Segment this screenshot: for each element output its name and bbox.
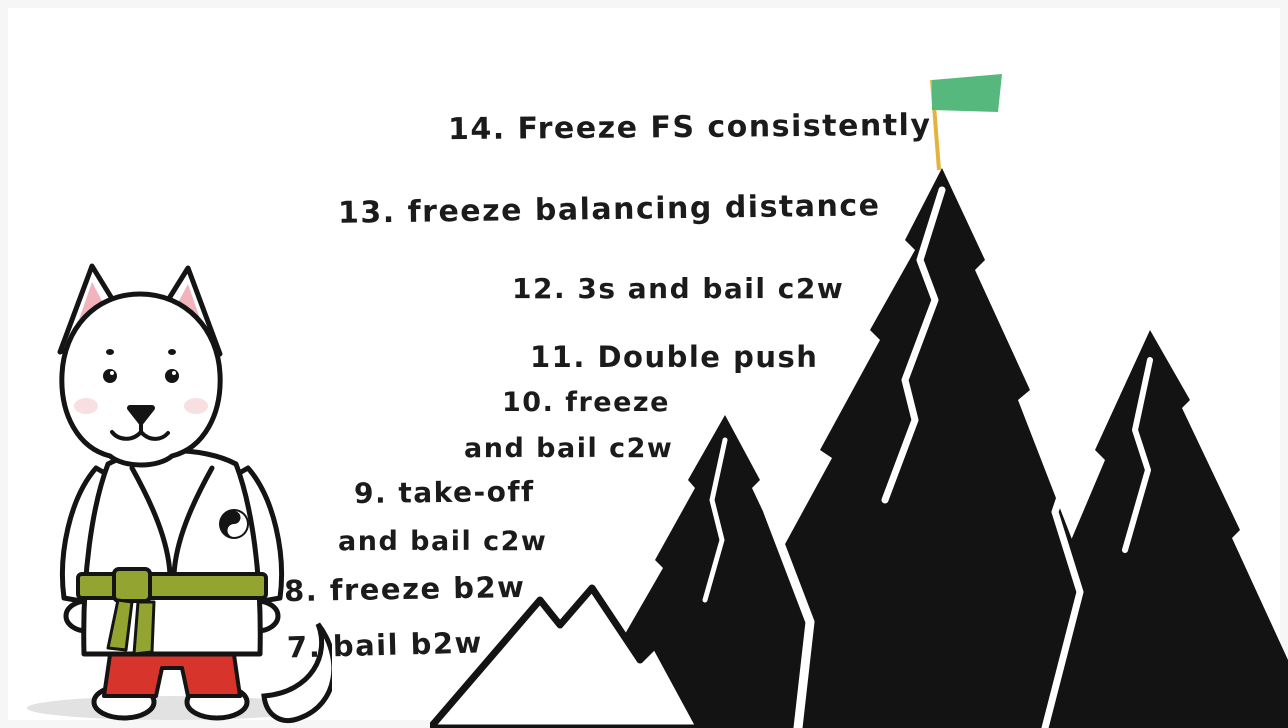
crevice-main	[881, 186, 946, 504]
front-white-peak	[430, 584, 704, 728]
chest-emblem	[219, 509, 249, 539]
main-peak	[700, 168, 1120, 728]
dog-brows	[106, 349, 176, 355]
dog-head	[59, 291, 223, 468]
step-label-9: 9. take-off	[353, 475, 535, 510]
ridge-gap-right	[1041, 418, 1089, 728]
dog-tail	[261, 622, 332, 723]
dog-karate-illustration	[27, 263, 332, 723]
flag-cloth	[932, 74, 1002, 112]
ridge-gap-left	[763, 507, 815, 728]
summit-flag-icon	[930, 74, 1002, 171]
step-label-10: 10. freeze	[502, 387, 670, 418]
dog-blush	[74, 398, 208, 414]
right-peak	[1010, 330, 1288, 728]
green-belt	[76, 567, 268, 656]
crevice-middle	[702, 437, 728, 603]
step-label-10b: and bail c2w	[464, 433, 674, 464]
step-label-8: 8. freeze b2w	[283, 569, 526, 609]
crevice-streaks	[702, 186, 1153, 728]
dog-eyes	[103, 369, 179, 383]
step-label-13: 13. freeze balancing distance	[337, 188, 881, 231]
step-label-7: 7. bail b2w	[286, 625, 484, 665]
dog-mouth	[110, 420, 170, 441]
step-label-14: 14. Freeze FS consistently	[447, 107, 932, 148]
gi-collar	[129, 465, 215, 577]
step-label-12: 12. 3s and bail c2w	[512, 272, 845, 305]
mountain-illustration	[430, 74, 1288, 728]
dog-nose	[127, 405, 155, 425]
crevice-right	[1122, 357, 1153, 553]
step-label-11: 11. Double push	[530, 340, 819, 374]
step-label-9b: and bail c2w	[338, 526, 548, 557]
